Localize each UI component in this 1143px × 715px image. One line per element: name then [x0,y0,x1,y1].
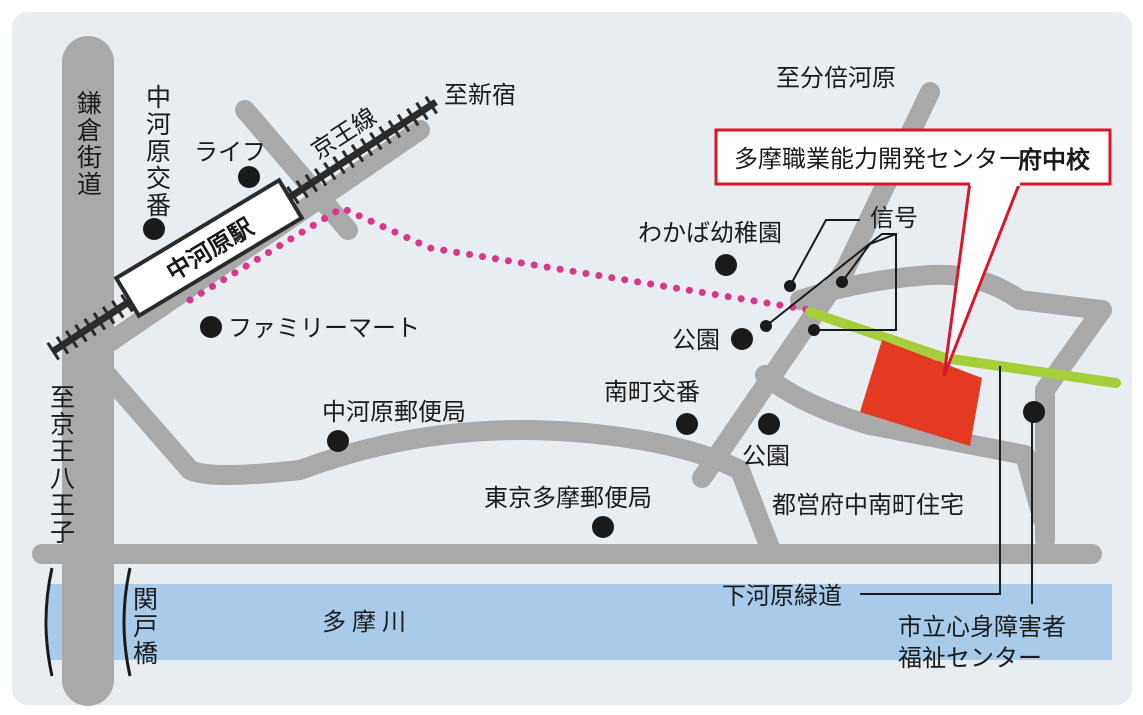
roads [32,36,1112,706]
label-tama-river: 多摩川 [322,608,412,636]
label-welfare-center-line2: 福祉センター [898,644,1042,672]
landmark-dot-icon [731,328,753,350]
label-to-bubaigawara: 至分倍河原 [776,64,896,92]
traffic-signal-dot-icon [784,280,796,292]
landmark-dot-icon [327,430,349,452]
label-toei-housing: 都営府中南町住宅 [772,491,964,519]
label-signal: 信号 [870,204,918,232]
ryokudo-leader [860,366,1001,595]
road-left-diagonal [84,350,780,558]
landmark-dot-icon [143,218,165,240]
label-nakagawara-koban: 中河原交番 [143,84,172,219]
label-nakagawara-post: 中河原郵便局 [322,398,466,426]
label-life: ライフ [194,138,266,166]
label-tokyo-tama-post: 東京多摩郵便局 [484,484,652,512]
callout-campus: 府中校 [1018,146,1091,174]
label-welfare-center-line1: 市立心身障害者 [898,613,1066,641]
label-to-keio-hachioji: 至京王八王子 [47,384,76,546]
landmark-dot-icon [758,413,780,435]
callout-box [714,128,1112,186]
landmark-dot-icon [676,413,698,435]
label-wakaba-kindergarten: わかば幼稚園 [638,219,782,247]
traffic-signal-dot-icon [808,324,820,336]
landmarks [143,166,1045,538]
sekido-bridge-marks [44,567,132,677]
label-park-1: 公園 [672,326,720,354]
landmark-dot-icon [1023,401,1045,423]
landmark-dot-icon [592,516,614,538]
landmark-dot-icon [715,254,737,276]
label-to-shinjuku: 至新宿 [444,81,516,109]
callout-name: 多摩職業能力開発センター [734,145,1022,173]
map-labels: ライフ 京王線 至新宿 至分倍河原 ファミリーマート 中河原郵便局 わかば幼稚園… [47,64,1067,672]
signal-leaders [765,219,897,331]
destination-building-icon [860,340,982,446]
label-kamakura-kaido: 鎌倉街道 [74,90,103,198]
label-sekido-bridge: 関戸橋 [130,586,159,667]
traffic-signal-dot-icon [836,276,848,288]
road-east-upper [790,264,1112,320]
label-park-2: 公園 [742,442,790,470]
road-east-vertical [1035,300,1112,550]
landmark-dot-icon [200,316,222,338]
tama-river [48,584,1112,660]
label-shimogawara-ryokudo: 下河原緑道 [722,582,842,610]
road-north-diagonal [235,100,358,240]
road-east-lower [755,365,1053,530]
label-minamimachi-koban: 南町交番 [604,378,700,406]
traffic-signal-dot-icon [760,320,772,332]
landmark-dot-icon [238,166,260,188]
label-family-mart: ファミリーマート [228,314,420,342]
